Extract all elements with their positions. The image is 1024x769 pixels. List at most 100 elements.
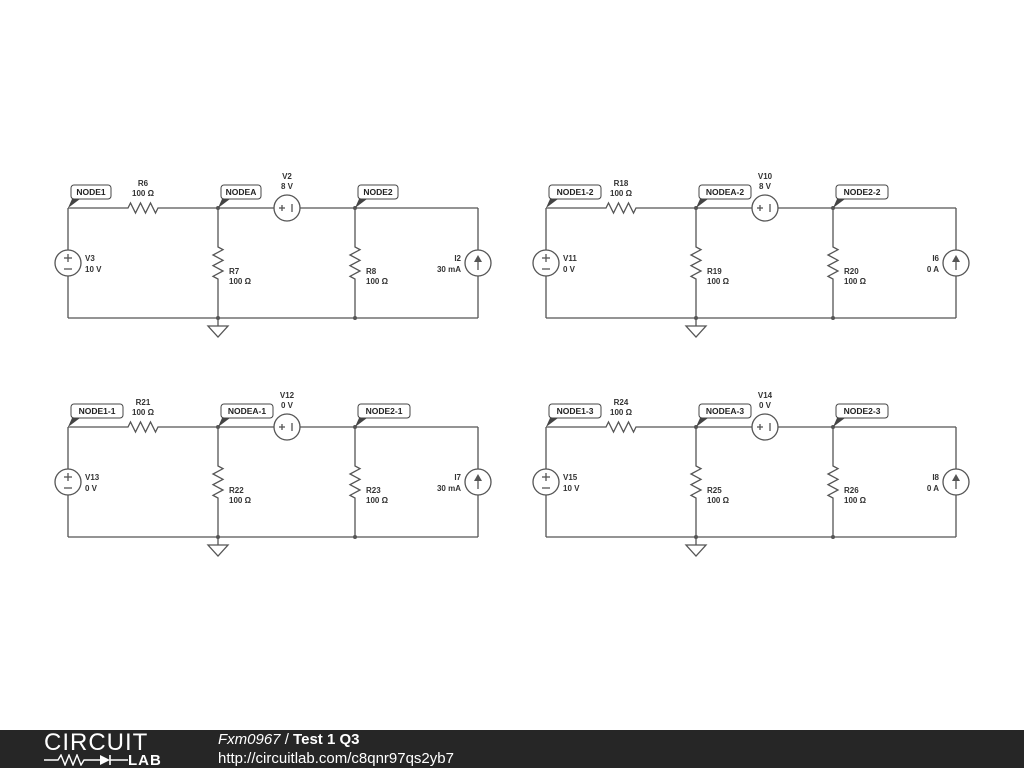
series-source-value: 0 V [281, 401, 294, 410]
mid-resistor-value: 100 Ω [707, 277, 730, 286]
circuitlab-logo[interactable]: CIRCUIT LAB [44, 729, 184, 769]
current-source-name: I6 [932, 254, 939, 263]
mid-resistor-value: 100 Ω [229, 496, 252, 505]
author-link[interactable]: Fxm0967 [218, 731, 281, 748]
ground-icon [684, 325, 708, 338]
node-label-text: NODEA [226, 187, 257, 197]
node-label-box [835, 184, 889, 200]
voltage-source-icon [751, 194, 779, 222]
junction-dot [831, 316, 835, 320]
arrow-head [474, 255, 482, 262]
node-label-box [357, 403, 411, 419]
left-source-name: V15 [563, 473, 578, 482]
voltage-source-icon [532, 249, 560, 277]
node-label-text: NODE1-2 [557, 187, 594, 197]
mid-resistor-name: R7 [229, 267, 240, 276]
node-label: NODEA [218, 184, 262, 208]
right-resistor-value: 100 Ω [366, 496, 389, 505]
node-label-box [70, 403, 124, 419]
node-label-text: NODE2-2 [844, 187, 881, 197]
right-resistor-value: 100 Ω [844, 496, 867, 505]
right-resistor-value: 100 Ω [844, 277, 867, 286]
junction-dot [831, 535, 835, 539]
node-label-text: NODEA-3 [706, 406, 745, 416]
current-source-value: 30 mA [437, 265, 461, 274]
voltage-source-icon [532, 468, 560, 496]
voltage-source-icon [751, 413, 779, 441]
voltage-source-icon [273, 413, 301, 441]
mid-resistor-value: 100 Ω [229, 277, 252, 286]
current-source-name: I8 [932, 473, 939, 482]
logo-text-lab: LAB [128, 752, 162, 769]
series-source-name: V12 [280, 391, 295, 400]
node-label-pointer [546, 418, 558, 427]
resistor-zigzag [68, 420, 218, 434]
current-source-value: 0 A [927, 265, 939, 274]
mid-resistor-name: R25 [707, 486, 722, 495]
node-label-pointer [833, 418, 845, 427]
series-resistor-name: R24 [614, 398, 629, 407]
ground-icon [206, 325, 230, 338]
current-source-value: 0 A [927, 484, 939, 493]
circuit-url-link[interactable]: http://circuitlab.com/c8qnr97qs2yb7 [218, 750, 454, 767]
node-label-pointer [833, 199, 845, 208]
node-label-text: NODE1-3 [557, 406, 594, 416]
right-resistor-name: R8 [366, 267, 377, 276]
current-source-value: 30 mA [437, 484, 461, 493]
voltage-source-icon [54, 249, 82, 277]
series-source-name: V10 [758, 172, 773, 181]
resistor-zigzag [211, 208, 225, 318]
footer-bar: CIRCUIT LAB Fxm0967 / Test 1 Q3 http://c… [0, 730, 1024, 768]
left-source-value: 10 V [563, 484, 580, 493]
node-label-text: NODE2-1 [366, 406, 403, 416]
current-source-name: I7 [454, 473, 461, 482]
circuit-title: Fxm0967 / Test 1 Q3 [218, 731, 359, 749]
right-resistor-value: 100 Ω [366, 277, 389, 286]
resistor-zigzag [689, 427, 703, 537]
node-label: NODE1-1 [68, 403, 124, 427]
junction-dot [353, 316, 357, 320]
node-label-box [698, 184, 752, 200]
arrow-head [952, 255, 960, 262]
node-label-text: NODEA-2 [706, 187, 745, 197]
resistor-zigzag [546, 201, 696, 215]
series-resistor-value: 100 Ω [132, 189, 155, 198]
node-label: NODE2-2 [833, 184, 889, 208]
node-label-box [698, 403, 752, 419]
node-label: NODE1 [68, 184, 112, 208]
node-label: NODE1-3 [546, 403, 602, 427]
junction-dot [353, 535, 357, 539]
left-source-value: 0 V [563, 265, 576, 274]
mid-resistor-name: R22 [229, 486, 244, 495]
right-resistor-name: R23 [366, 486, 381, 495]
left-source-value: 0 V [85, 484, 98, 493]
series-resistor-value: 100 Ω [610, 408, 633, 417]
resistor-zigzag [348, 208, 362, 318]
node-label-box [835, 403, 889, 419]
left-source-value: 10 V [85, 265, 102, 274]
node-label-pointer [546, 199, 558, 208]
logo-text-circuit: CIRCUIT [44, 729, 149, 756]
node-label: NODEA-3 [696, 403, 752, 427]
series-resistor-value: 100 Ω [132, 408, 155, 417]
node-label: NODE2-1 [355, 403, 411, 427]
circuit-name[interactable]: Test 1 Q3 [293, 731, 360, 748]
series-resistor-name: R21 [136, 398, 151, 407]
node-label-text: NODE2-3 [844, 406, 881, 416]
node-label-pointer [355, 199, 367, 208]
arrow-head [952, 474, 960, 481]
resistor-zigzag [826, 208, 840, 318]
ground-icon [684, 544, 708, 557]
series-source-name: V14 [758, 391, 773, 400]
resistor-zigzag [689, 208, 703, 318]
ground-icon [206, 544, 230, 557]
node-label: NODE2 [355, 184, 399, 208]
node-label-pointer [68, 418, 80, 427]
node-label-text: NODE2 [363, 187, 393, 197]
node-label-pointer [68, 199, 80, 208]
node-label-box [220, 403, 274, 419]
node-label: NODEA-1 [218, 403, 274, 427]
series-resistor-name: R6 [138, 179, 149, 188]
resistor-zigzag [211, 427, 225, 537]
